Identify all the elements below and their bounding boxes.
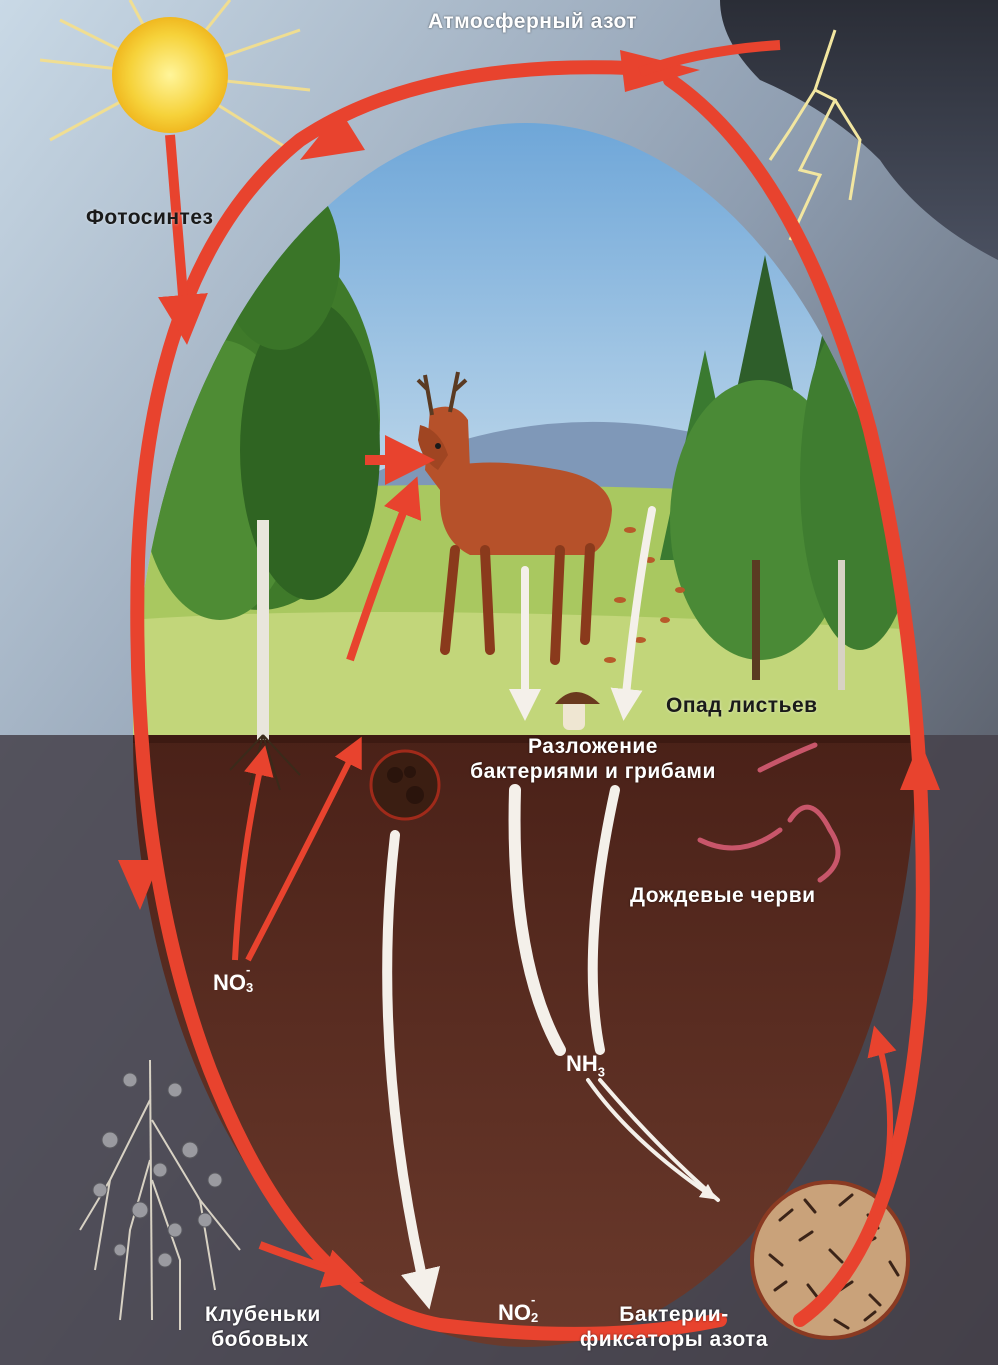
label-nodules: Клубеньки бобовых [205,1302,315,1352]
label-decomposition-line2: бактериями и грибами [438,759,748,784]
label-nodules-line1: Клубеньки [205,1302,315,1327]
nitrate-base: NO [213,970,246,995]
label-nodules-line2: бобовых [205,1327,315,1352]
nitrite-charge: - [531,1292,535,1307]
label-ammonia: NH3 [566,1051,605,1079]
label-nitrate: NO-3 [213,970,256,996]
label-earthworms: Дождевые черви [630,884,816,908]
nitrate-subscript: 3 [246,980,253,995]
nitrate-charge: - [246,962,250,977]
label-leaf-litter: Опад листьев [666,694,818,718]
decomposition-sample [371,751,439,819]
label-nitrogen-fixers: Бактерии- фиксаторы азота [554,1302,794,1352]
label-nitrite: NO-2 [498,1300,541,1326]
label-decomposition: Разложение бактериями и грибами [438,734,748,784]
nitrite-base: NO [498,1300,531,1325]
label-atmospheric-nitrogen: Атмосферный азот [428,10,637,34]
ammonia-subscript: 3 [598,1064,605,1079]
label-decomposition-line1: Разложение [438,734,748,759]
label-fixers-line1: Бактерии- [554,1302,794,1327]
label-fixers-line2: фиксаторы азота [554,1327,794,1352]
nitrite-subscript: 2 [531,1310,538,1325]
label-photosynthesis: Фотосинтез [86,206,213,230]
ammonia-base: NH [566,1051,598,1076]
